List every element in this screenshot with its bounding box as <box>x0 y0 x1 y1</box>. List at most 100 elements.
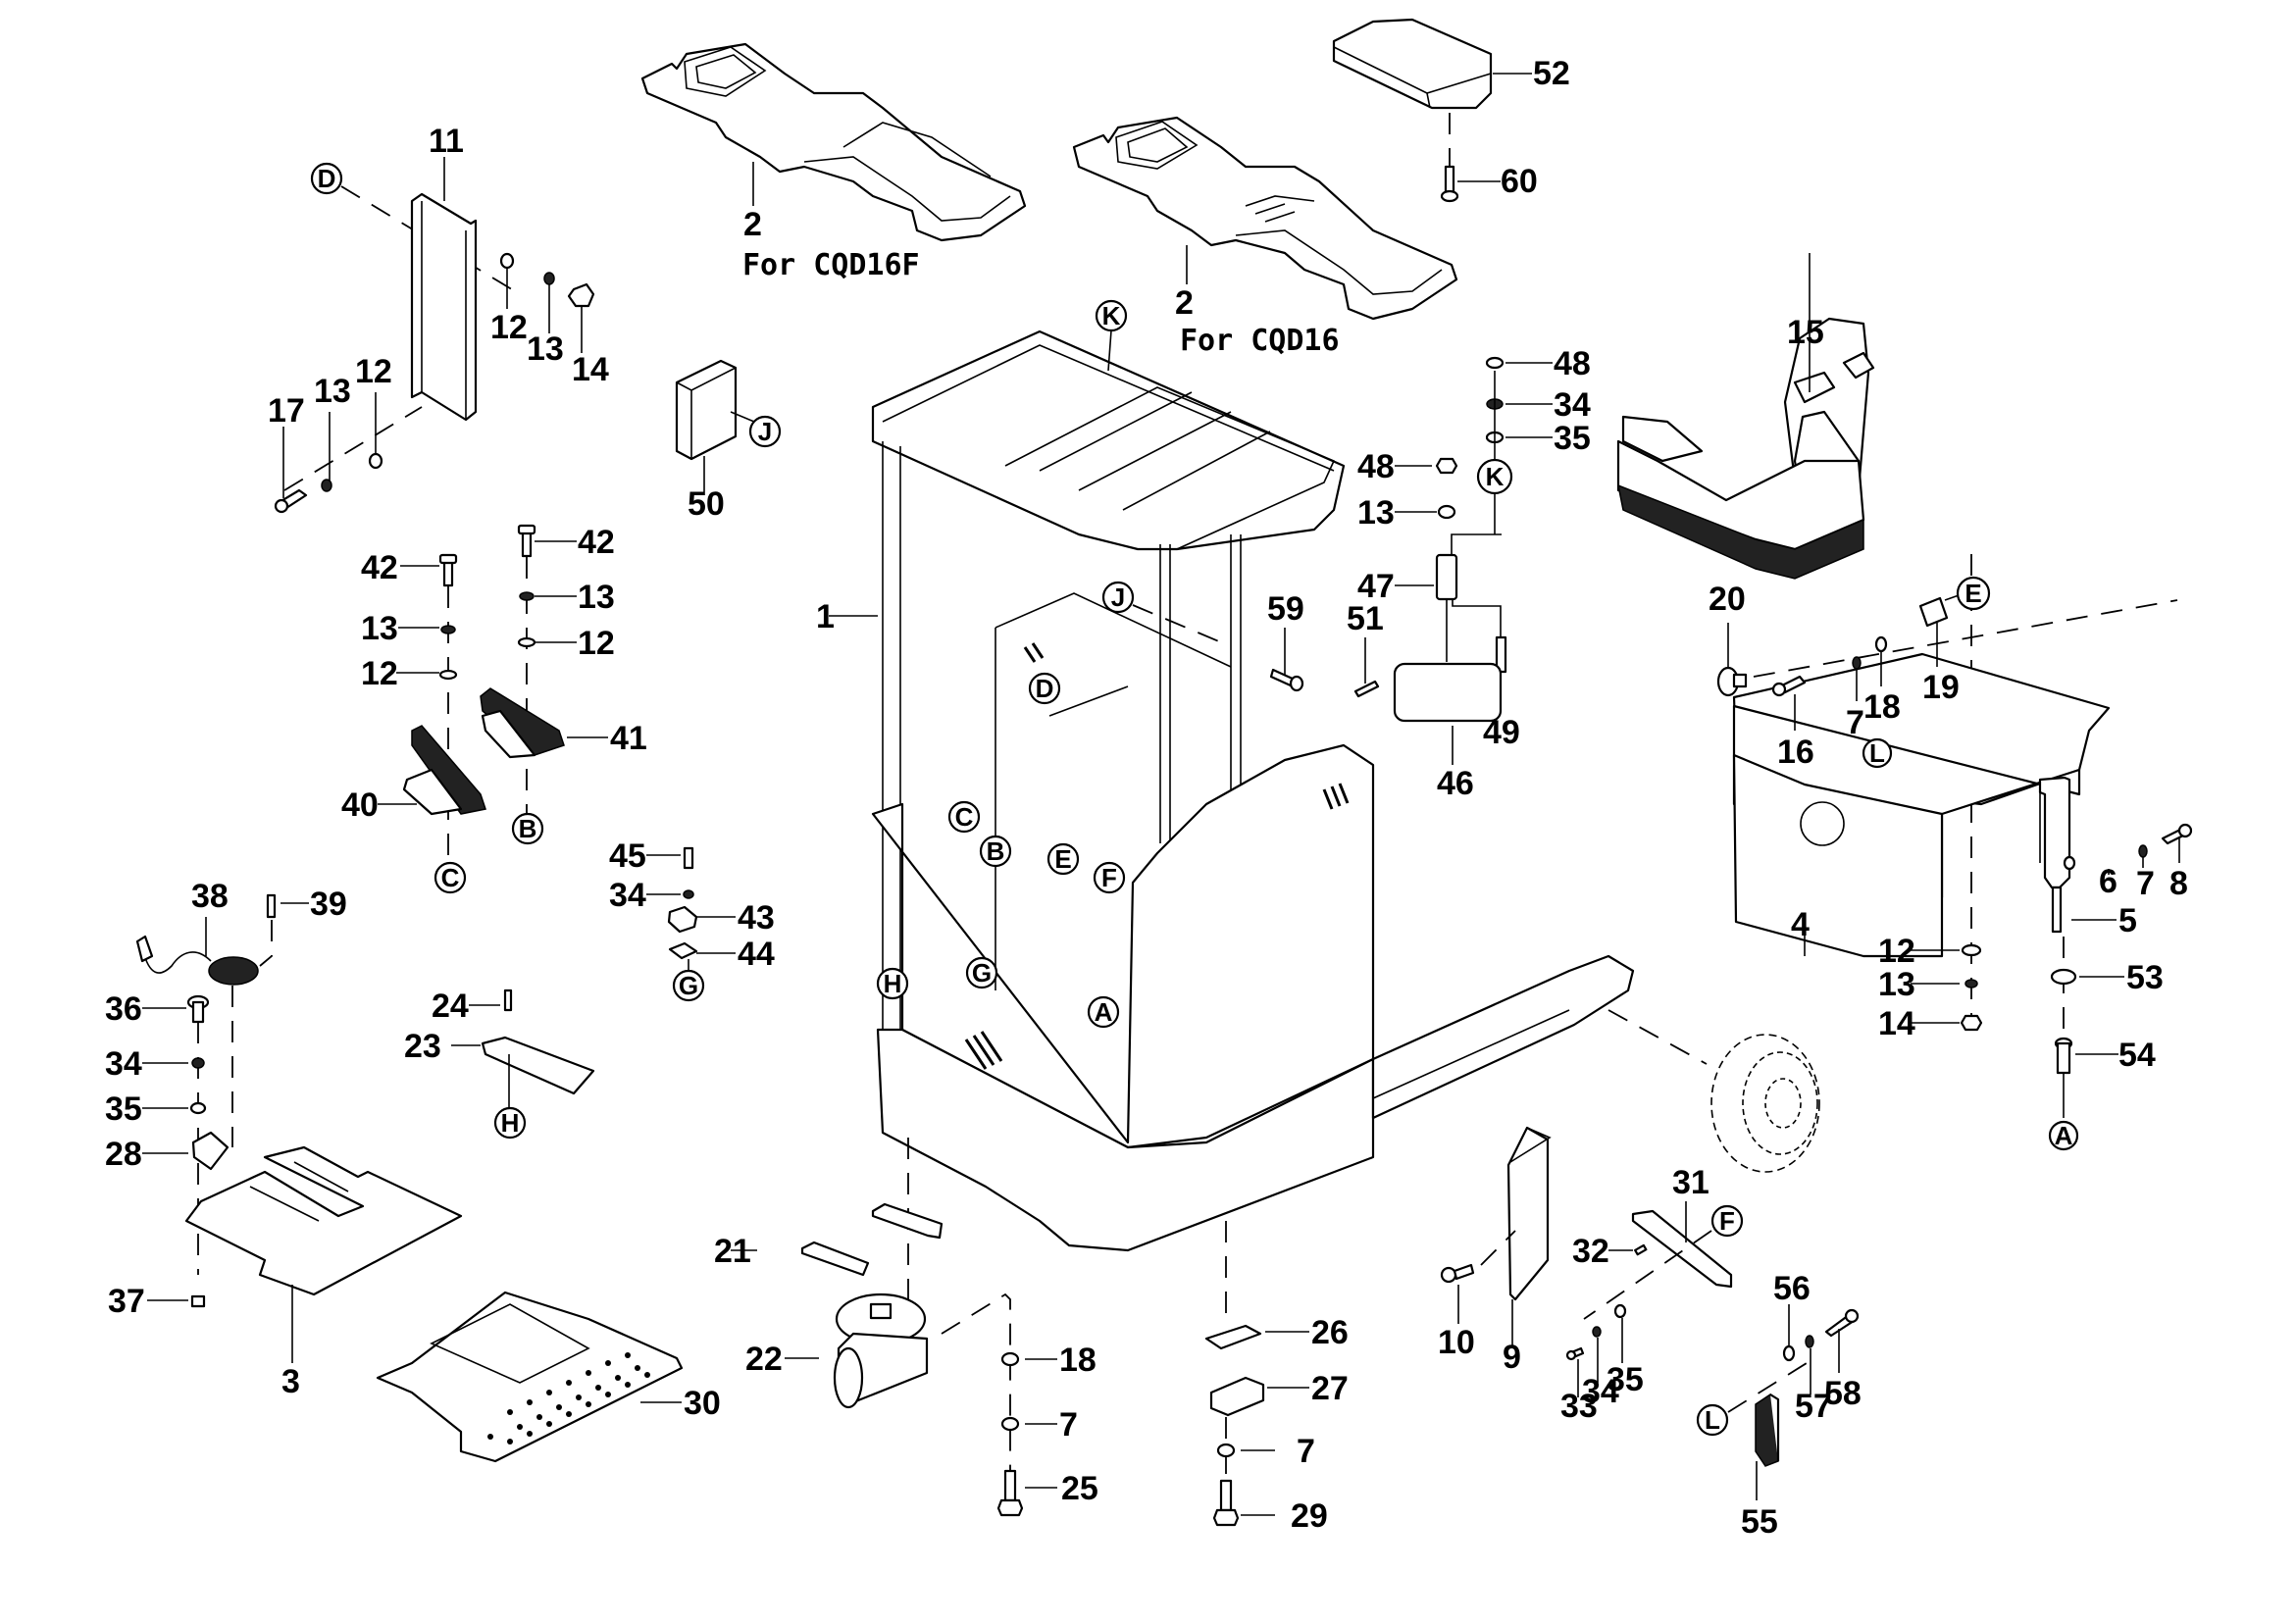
washer-7 <box>1852 656 1862 670</box>
washer-34 <box>1592 1326 1602 1338</box>
callout-37: 37 <box>108 1283 145 1320</box>
callout-38: 38 <box>191 878 229 915</box>
callout-59: 59 <box>1267 590 1304 628</box>
part-2-cover-cqd16f <box>640 42 1027 242</box>
ref-marker-H-plate: H <box>493 1106 527 1140</box>
ref-marker-E-seat: E <box>1956 576 1991 611</box>
part-21-shim <box>800 1241 870 1277</box>
washer-7 <box>2138 844 2148 858</box>
callout-11: 11 <box>429 123 464 160</box>
part-52-armrest-pad <box>1332 18 1493 110</box>
callout-7: 7 <box>2136 865 2155 902</box>
callout-25: 25 <box>1061 1470 1098 1507</box>
callout-43: 43 <box>738 899 775 937</box>
callout-24: 24 <box>432 988 469 1025</box>
callout-14: 14 <box>572 351 609 388</box>
callout-10: 10 <box>1438 1324 1475 1361</box>
callout-20: 20 <box>1709 581 1746 618</box>
callout-12: 12 <box>578 625 615 662</box>
washer-12 <box>499 252 515 270</box>
ref-marker-L-fan: L <box>1696 1403 1729 1437</box>
washer-13 <box>1437 504 1456 520</box>
callout-50: 50 <box>688 485 725 523</box>
part-17-bolt <box>274 488 308 514</box>
svg-text:C: C <box>441 863 460 892</box>
callout-35: 35 <box>1554 420 1591 457</box>
callout-34: 34 <box>105 1045 142 1083</box>
callout-42: 42 <box>361 549 398 586</box>
washer-57 <box>1805 1335 1814 1348</box>
variant-note-cqd16: For CQD16 <box>1180 324 1340 358</box>
callout-5: 5 <box>2118 902 2137 939</box>
svg-text:D: D <box>1036 674 1054 703</box>
part-59-pin <box>1269 668 1304 692</box>
svg-text:A: A <box>2055 1121 2073 1150</box>
part-33-bolt <box>1565 1346 1585 1361</box>
svg-text:E: E <box>1054 844 1071 874</box>
part-51-pin <box>1353 680 1380 698</box>
callout-18: 18 <box>1863 688 1901 726</box>
washer-53 <box>2050 968 2077 986</box>
part-23-cover-plate <box>481 1036 595 1095</box>
ref-marker-G-frame: G <box>965 956 998 989</box>
callout-14: 14 <box>1878 1005 1915 1042</box>
svg-text:G: G <box>972 958 992 988</box>
washer-35 <box>189 1101 207 1115</box>
part-41-brake-pedal <box>480 687 565 759</box>
part-24-screw <box>503 988 513 1012</box>
callout-60: 60 <box>1501 163 1538 200</box>
part-25-bolt <box>996 1469 1024 1517</box>
callout-13: 13 <box>361 610 398 647</box>
svg-text:G: G <box>679 971 698 1000</box>
callout-35: 35 <box>105 1090 142 1128</box>
lock-washer-13 <box>543 272 555 285</box>
callout-16: 16 <box>1777 734 1814 771</box>
svg-text:E: E <box>1964 579 1981 608</box>
callout-42: 42 <box>578 524 615 561</box>
ref-marker-A-seat: A <box>2048 1120 2079 1151</box>
part-54-bushing <box>2054 1037 2073 1075</box>
callout-8: 8 <box>2169 865 2188 902</box>
lock-washer-13 <box>440 625 456 634</box>
callout-4: 4 <box>1791 906 1810 943</box>
callout-3: 3 <box>281 1363 300 1400</box>
ref-marker-K-frame: K <box>1095 299 1128 332</box>
svg-text:F: F <box>1719 1206 1735 1236</box>
callout-39: 39 <box>310 886 347 923</box>
callout-30: 30 <box>684 1385 721 1422</box>
callout-54: 54 <box>2118 1037 2156 1074</box>
nut-14 <box>1960 1014 1983 1032</box>
svg-text:L: L <box>1869 738 1885 768</box>
assembly-line <box>1727 1357 1815 1413</box>
part-46-mirror <box>1393 662 1503 723</box>
callout-7: 7 <box>1297 1433 1315 1470</box>
part-43-clamp <box>667 905 698 934</box>
part-60-bolt <box>1440 165 1459 203</box>
washer-18 <box>1874 635 1888 653</box>
callout-6: 6 <box>2099 863 2117 900</box>
callout-19: 19 <box>1922 669 1960 706</box>
part-39-screw <box>266 893 277 919</box>
part-45-screw <box>683 846 694 870</box>
assembly-line <box>1132 604 1222 643</box>
washer-12 <box>517 636 536 648</box>
part-30-floor-mat <box>376 1291 684 1463</box>
lock-washer-34 <box>191 1057 205 1069</box>
callout-32: 32 <box>1572 1233 1609 1270</box>
part-29-bolt <box>1212 1479 1240 1527</box>
callout-9: 9 <box>1503 1339 1521 1376</box>
callout-13: 13 <box>1357 494 1395 532</box>
callout-45: 45 <box>609 837 646 875</box>
part-16-screw <box>1771 675 1807 697</box>
callout-34: 34 <box>1554 386 1591 424</box>
part-40-accelerator-pedal <box>402 725 486 816</box>
callout-17: 17 <box>268 392 305 430</box>
washer-6 <box>2063 855 2076 871</box>
callout-15: 15 <box>1787 314 1824 351</box>
callout-31: 31 <box>1672 1164 1709 1201</box>
callout-44: 44 <box>738 936 775 973</box>
part-10-screw <box>1440 1263 1475 1284</box>
ref-marker-G-bracket: G <box>672 969 705 1002</box>
callout-13: 13 <box>527 330 564 368</box>
